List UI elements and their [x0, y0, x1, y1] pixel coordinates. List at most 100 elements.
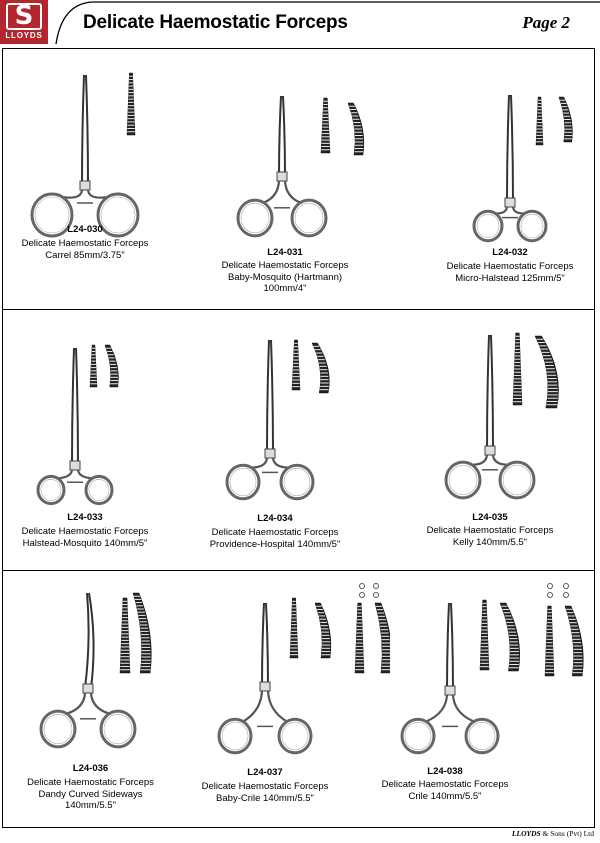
product-line-2: Micro-Halstead 125mm/5"	[455, 272, 565, 284]
jaw-detail	[132, 592, 152, 674]
forceps-box-joint	[444, 685, 456, 696]
forceps-jaw	[282, 95, 286, 177]
forceps-jaw	[506, 94, 510, 203]
logo-brand-text: LLOYDS	[5, 31, 43, 40]
forceps-shank	[61, 189, 84, 199]
page-title: Delicate Haemostatic Forceps	[83, 12, 348, 33]
page-number: Page 2	[522, 13, 570, 32]
forceps-ring	[290, 198, 328, 238]
forceps-ring	[444, 460, 482, 500]
jaw-shape	[104, 344, 119, 388]
product-code: L24-035	[472, 512, 508, 523]
product-code: L24-031	[267, 247, 303, 258]
tip-profile-icon	[359, 592, 365, 598]
product-l24-032[interactable]: L24-032 Delicate Haemostatic Forceps Mic…	[425, 90, 595, 330]
forceps-box-joint	[276, 171, 288, 182]
jaw-detail	[534, 335, 559, 409]
header-swoosh-icon	[55, 1, 600, 44]
product-l24-033[interactable]: L24-033 Delicate Haemostatic Forceps Hal…	[5, 340, 165, 560]
forceps-shank	[425, 694, 449, 723]
forceps-shank	[89, 692, 110, 715]
jaw-detail	[289, 597, 299, 659]
product-l24-037[interactable]: L24-037 Delicate Haemostatic Forceps Bab…	[190, 578, 390, 818]
forceps-ring-inner	[88, 479, 110, 501]
forceps-jaw	[261, 602, 265, 687]
footer-company: & Sons (Pvt) Ltd	[542, 829, 594, 838]
footer-brand: LLOYDS	[511, 829, 541, 838]
jaw-shape	[132, 592, 152, 674]
forceps-ring	[516, 209, 548, 243]
jaw-detail	[354, 602, 365, 674]
jaw-shape	[479, 599, 490, 671]
forceps-image-icon	[225, 339, 330, 501]
forceps-jaw	[450, 602, 454, 691]
forceps-ring-inner	[468, 721, 496, 751]
forceps-ring-inner	[283, 467, 311, 497]
jaw-detail	[89, 344, 98, 388]
forceps-ring	[217, 717, 253, 755]
product-l24-038[interactable]: L24-038 Delicate Haemostatic Forceps Cri…	[370, 578, 595, 818]
tip-profile-icon	[547, 592, 553, 598]
forceps-shank	[451, 694, 475, 723]
jaw-shape	[89, 344, 98, 388]
product-panel-row-3	[2, 570, 595, 828]
product-line-2: Kelly 140mm/5.5"	[452, 536, 528, 548]
forceps-ring	[498, 460, 536, 500]
forceps-ring-inner	[240, 202, 270, 234]
forceps-drawing	[30, 74, 140, 238]
forceps-image-icon	[39, 592, 152, 749]
forceps-shank	[242, 690, 264, 723]
forceps-shank	[250, 457, 269, 469]
product-code: L24-034	[257, 513, 293, 524]
forceps-box-joint	[82, 683, 94, 694]
forceps-drawing	[36, 347, 114, 506]
product-l24-030[interactable]: L24-030 Delicate Haemostatic Forceps Car…	[10, 55, 160, 295]
product-line-1: Delicate Haemostatic Forceps	[21, 526, 149, 537]
lloyds-logo: LLOYDS	[0, 0, 48, 44]
forceps-ring-inner	[294, 202, 324, 234]
forceps-ring	[472, 209, 504, 243]
forceps-ring	[277, 717, 313, 755]
product-line-1: Delicate Haemostatic Forceps	[446, 261, 574, 272]
product-line-2: Baby-Mosquito (Hartmann)	[227, 271, 343, 283]
forceps-drawing	[236, 95, 328, 238]
product-description: Delicate Haemostatic Forceps Baby-Mosqui…	[200, 260, 370, 295]
jaw-detail	[499, 602, 520, 672]
forceps-jaw	[88, 592, 95, 689]
product-l24-035[interactable]: L24-035 Delicate Haemostatic Forceps Kel…	[410, 330, 570, 550]
forceps-shank	[471, 454, 489, 466]
forceps-jaw	[486, 334, 490, 451]
product-description: Delicate Haemostatic Forceps Halstead-Mo…	[5, 526, 165, 549]
jaw-shape	[320, 97, 331, 154]
forceps-ring-inner	[34, 196, 70, 234]
jaw-detail	[544, 605, 555, 677]
forceps-drawing	[400, 602, 500, 755]
product-code: L24-037	[247, 767, 283, 778]
product-line-3: 100mm/4"	[263, 283, 307, 294]
forceps-shank	[76, 469, 93, 480]
product-line-2: Baby-Crile 140mm/5.5"	[216, 792, 314, 804]
forceps-image-icon	[444, 332, 559, 500]
forceps-jaw	[81, 74, 85, 186]
forceps-image-icon	[30, 72, 140, 238]
forceps-shank	[266, 690, 288, 723]
forceps-ring-inner	[476, 214, 500, 239]
product-l24-034[interactable]: L24-034 Delicate Haemostatic Forceps Pro…	[195, 335, 355, 555]
forceps-shank	[86, 189, 109, 199]
product-l24-036[interactable]: L24-036 Delicate Haemostatic Forceps Dan…	[8, 588, 173, 823]
product-line-1: Delicate Haemostatic Forceps	[221, 260, 349, 271]
product-l24-031[interactable]: L24-031 Delicate Haemostatic Forceps Bab…	[200, 88, 370, 328]
s-logo-icon	[6, 1, 42, 31]
forceps-jaw	[71, 347, 75, 466]
product-line-2: Providence-Hospital 140mm/5"	[209, 538, 341, 550]
forceps-jaw	[84, 592, 90, 689]
jaw-detail	[119, 597, 131, 674]
product-line-3: 140mm/5.5"	[65, 800, 116, 811]
forceps-shank	[57, 469, 74, 480]
forceps-ring-inner	[502, 464, 532, 496]
jaw-detail	[320, 97, 331, 154]
forceps-ring-inner	[43, 713, 73, 745]
forceps-ring	[279, 463, 315, 501]
forceps-ring	[36, 474, 66, 506]
jaw-detail	[479, 599, 490, 671]
